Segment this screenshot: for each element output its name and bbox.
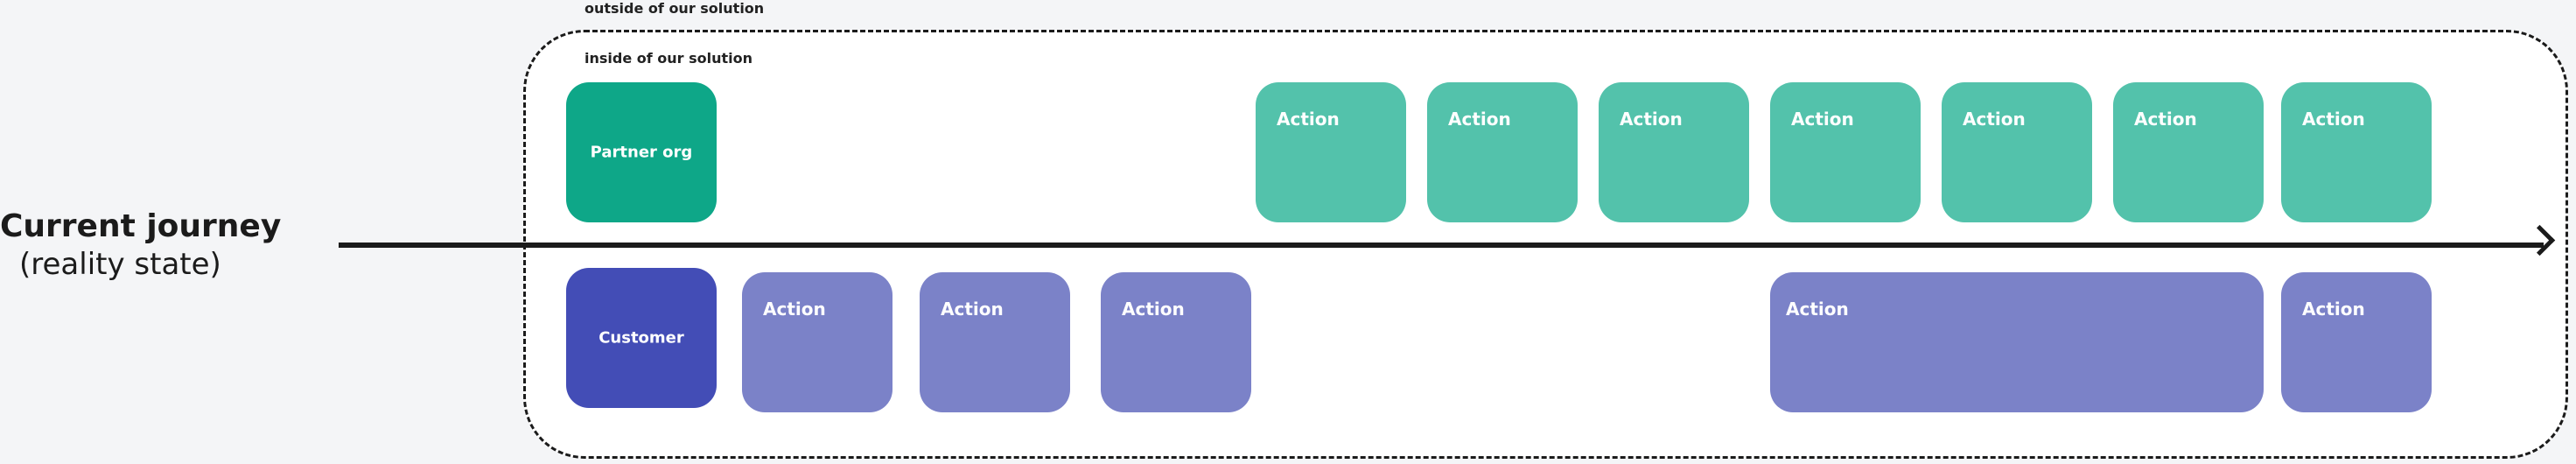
outside-solution-label: outside of our solution — [584, 0, 765, 17]
partner-action-card: Action — [2113, 82, 2264, 222]
action-label: Action — [1963, 109, 2026, 130]
partner-action-card: Action — [1770, 82, 1921, 222]
journey-subtitle: (reality state) — [19, 247, 221, 282]
action-label: Action — [1122, 299, 1185, 320]
journey-title: Current journey — [0, 208, 282, 244]
partner-action-card: Action — [1256, 82, 1406, 222]
customer-action-card: Action — [2281, 272, 2432, 412]
action-label: Action — [2134, 109, 2197, 130]
action-label: Action — [1791, 109, 1854, 130]
action-label: Action — [2302, 109, 2365, 130]
action-label: Action — [763, 299, 826, 320]
action-label: Action — [1620, 109, 1683, 130]
customer-card: Customer — [566, 268, 717, 408]
customer-action-card: Action — [742, 272, 892, 412]
journey-arrow-line — [339, 243, 2544, 248]
action-label: Action — [2302, 299, 2365, 320]
partner-org-card: Partner org — [566, 82, 717, 222]
inside-solution-label: inside of our solution — [584, 50, 753, 67]
customer-action-card: Action — [920, 272, 1070, 412]
partner-action-card: Action — [1427, 82, 1578, 222]
partner-action-card: Action — [2281, 82, 2432, 222]
customer-label: Customer — [598, 328, 684, 348]
action-label: Action — [1786, 299, 1849, 320]
partner-action-card: Action — [1942, 82, 2092, 222]
action-label: Action — [941, 299, 1004, 320]
partner-action-card: Action — [1599, 82, 1749, 222]
customer-action-card-wide: Action — [1770, 272, 2264, 412]
action-label: Action — [1448, 109, 1511, 130]
action-label: Action — [1277, 109, 1340, 130]
customer-action-card: Action — [1101, 272, 1251, 412]
partner-org-label: Partner org — [590, 143, 693, 162]
